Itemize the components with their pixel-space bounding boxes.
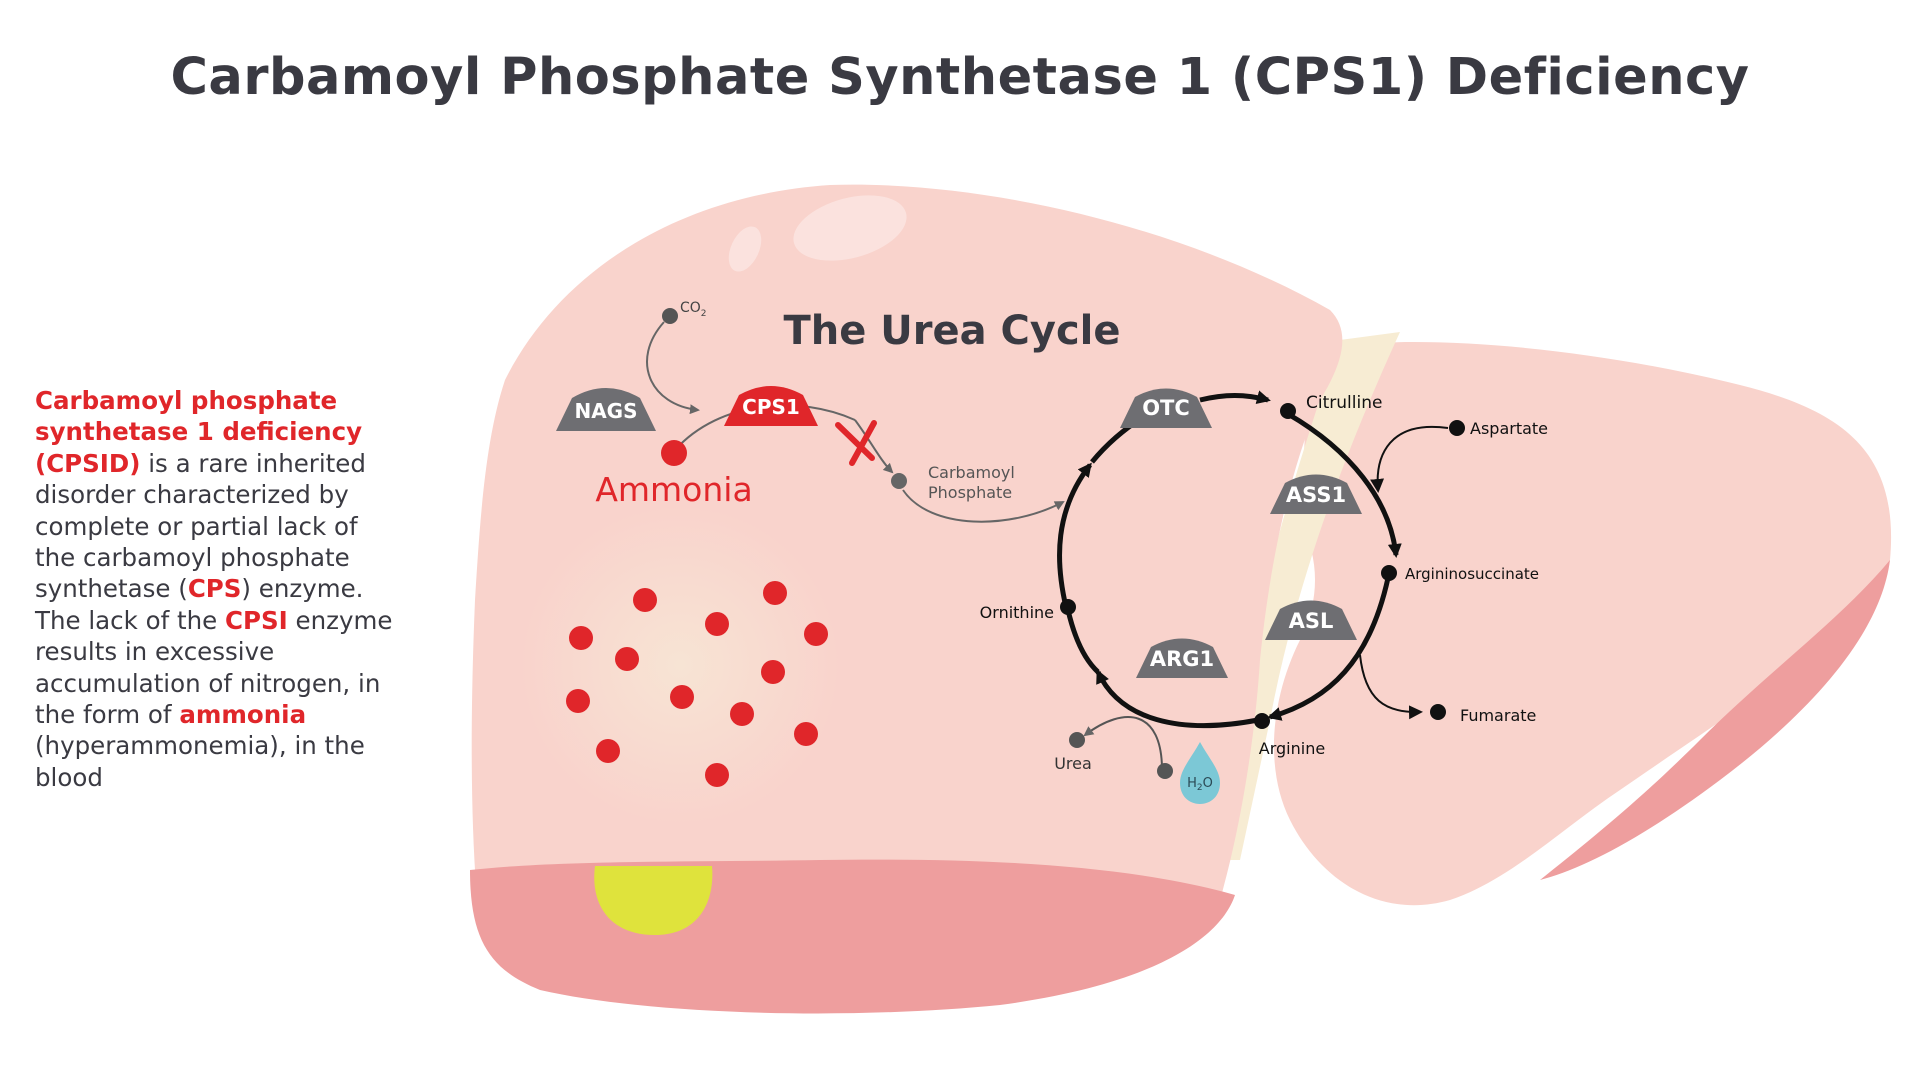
- otc-enzyme-label: OTC: [1142, 396, 1190, 420]
- description-part: (hyperammonemia), in the blood: [35, 731, 365, 792]
- co2-arrow: [646, 321, 700, 415]
- ammonia-particles: [566, 581, 828, 787]
- page-title: Carbamoyl Phosphate Synthetase 1 (CPS1) …: [170, 48, 1750, 107]
- arc-citrulline-to-argininosuccinate: [1286, 411, 1402, 558]
- co2-node: [662, 308, 678, 324]
- ammonia-particle: [761, 660, 785, 684]
- carbamoyl-to-cycle-arrow: [902, 489, 1065, 523]
- fumarate-label: Fumarate: [1460, 706, 1536, 725]
- carbamoyl-phosphate-label-line2: Phosphate: [928, 483, 1012, 502]
- arginine-node: [1254, 713, 1270, 729]
- description-part: is a rare inherited disorder characteriz…: [35, 448, 366, 604]
- ammonia-particle: [615, 647, 639, 671]
- citrulline-label: Citrulline: [1306, 393, 1382, 413]
- description-ammonia: ammonia: [179, 700, 307, 730]
- citrulline-node: [1280, 403, 1296, 419]
- description-disease-name: Carbamoyl phosphate synthetase 1 deficie…: [35, 386, 363, 478]
- arginine-label: Arginine: [1259, 739, 1325, 758]
- carbamoyl-phosphate-label-line1: Carbamoyl: [928, 463, 1015, 482]
- ammonia-particle: [705, 763, 729, 787]
- ass1-enzyme-shape: [1270, 474, 1362, 514]
- water-drop-icon: [1180, 742, 1220, 804]
- liver-highlight: [793, 195, 907, 261]
- arg1-enzyme-label: ARG1: [1150, 647, 1214, 671]
- co2-text: CO: [680, 300, 701, 316]
- nags-enzyme-label: NAGS: [574, 399, 637, 423]
- arc-ornithine-bottom: [1065, 609, 1100, 674]
- description-text: Carbamoyl phosphate synthetase 1 deficie…: [35, 385, 435, 793]
- ammonia-particle: [763, 581, 787, 605]
- description-part: enzyme results in excessive accumulation…: [35, 605, 393, 730]
- water-label: H2O: [1187, 776, 1213, 793]
- description-cpsi: CPSI: [225, 605, 288, 635]
- gallbladder: [594, 866, 713, 935]
- asl-enzyme-shape: [1265, 600, 1357, 640]
- fumarate-node: [1430, 704, 1446, 720]
- water-subscript: 2: [1197, 783, 1203, 793]
- ammonia-particle: [804, 622, 828, 646]
- ammonia-particle: [705, 612, 729, 636]
- cps1-enzyme-shape: [724, 386, 818, 426]
- urea-cycle-ring: [1057, 390, 1402, 728]
- arc-ornithine-to-otc: [1057, 462, 1092, 608]
- ammonia-particle: [633, 588, 657, 612]
- otc-enzyme-shape: [1120, 388, 1212, 428]
- urea-cycle-heading: The Urea Cycle: [783, 308, 1120, 354]
- nags-enzyme-shape: [556, 388, 656, 431]
- ammonia-particle: [730, 702, 754, 726]
- water-h: H: [1187, 776, 1197, 791]
- ammonia-particle: [569, 626, 593, 650]
- liver-highlight: [728, 226, 762, 272]
- liver-right-lobe: [1273, 342, 1892, 906]
- ammonia-particle: [794, 722, 818, 746]
- urea-arrow: [1083, 716, 1163, 771]
- arc-arginine-to-ornithine: [1095, 669, 1259, 728]
- co2-subscript: 2: [701, 309, 707, 319]
- urea-node: [1069, 732, 1085, 748]
- argininosuccinate-label: Argininosuccinate: [1405, 565, 1539, 583]
- liver-illustration: [470, 184, 1892, 1014]
- aspartate-node: [1449, 420, 1465, 436]
- description-part: ) enzyme. The lack of the: [35, 574, 364, 635]
- arc-otc-to-citrulline: [1199, 390, 1271, 404]
- ammonia-label: Ammonia: [595, 470, 752, 509]
- co2-label: CO2: [680, 300, 707, 319]
- ammonia-glow: [520, 505, 840, 825]
- ornithine-label: Ornithine: [980, 603, 1054, 622]
- ammonia-particle: [566, 689, 590, 713]
- ornithine-node: [1060, 599, 1076, 615]
- aspartate-arrow: [1370, 425, 1449, 493]
- argininosuccinate-node: [1381, 565, 1397, 581]
- urea-label: Urea: [1054, 754, 1092, 773]
- cps1-enzyme-label: CPS1: [742, 395, 800, 419]
- aspartate-label: Aspartate: [1470, 419, 1548, 438]
- ass1-enzyme-label: ASS1: [1286, 483, 1346, 507]
- asl-enzyme-label: ASL: [1289, 609, 1334, 633]
- liver-ligament: [1210, 332, 1400, 860]
- water-o: O: [1203, 776, 1213, 791]
- fumarate-arrow: [1359, 654, 1423, 720]
- blocked-x-icon: [835, 420, 877, 466]
- water-node: [1157, 763, 1173, 779]
- arg1-enzyme-shape: [1136, 638, 1228, 678]
- description-cps: CPS: [187, 574, 242, 604]
- arc-argininosuccinate-to-arginine: [1267, 577, 1391, 721]
- ammonia-particle: [670, 685, 694, 709]
- liver-left-lobe-shadow: [470, 859, 1235, 1014]
- ammonia-node: [661, 440, 687, 466]
- cps-to-carbamoyl-arrow: [854, 419, 894, 474]
- carbamoyl-phosphate-node: [891, 473, 907, 489]
- ammonia-particle: [596, 739, 620, 763]
